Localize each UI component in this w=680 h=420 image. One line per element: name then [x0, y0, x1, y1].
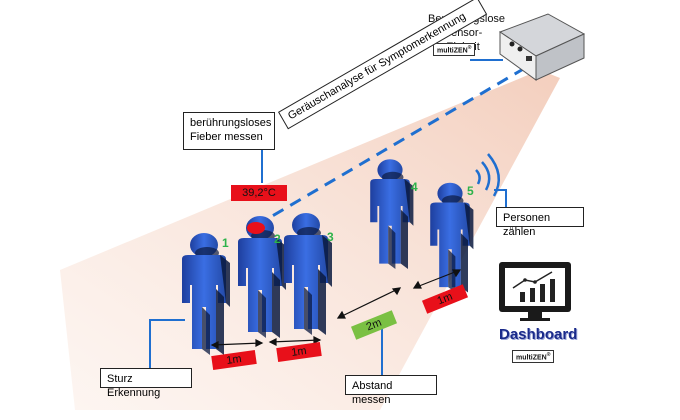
figure-number-3: 3: [327, 230, 334, 244]
fever-line2: Fieber messen: [190, 131, 263, 143]
distance-measure-text: Abstand messen: [352, 380, 393, 406]
figure-number-5: 5: [467, 184, 474, 198]
distance-measure-box: Abstand messen: [345, 375, 437, 406]
people-count-text: Personen zählen: [503, 212, 551, 238]
fever-spot: [247, 222, 265, 234]
dashboard-logo-text: multiZEN: [516, 354, 547, 362]
dashboard-monitor-icon: [499, 262, 571, 321]
fall-detection-text: Sturz Erkennung: [107, 373, 161, 399]
dashboard-title: Dashboard: [499, 326, 578, 343]
sensor-logo: multiZEN®: [433, 43, 476, 57]
figure-number-2: 2: [274, 232, 281, 246]
people-count-box: Personen zählen: [496, 207, 584, 238]
sensor-device: [498, 13, 586, 81]
temperature-tag: 39,2°C: [231, 185, 287, 201]
figure-number-4: 4: [411, 180, 418, 194]
signal-waves-icon: [475, 153, 501, 197]
fever-line1: berührungsloses: [190, 117, 272, 129]
figure-number-1: 1: [222, 236, 229, 250]
sensor-logo-text: multiZEN: [437, 47, 468, 55]
fall-detection-box: Sturz Erkennung: [100, 368, 192, 399]
detection-dash-line: [261, 66, 526, 224]
distance-arrows: [210, 269, 462, 349]
fever-measure-box: berührungsloses Fieber messen: [183, 112, 275, 150]
dashboard-logo: multiZEN®: [512, 350, 555, 364]
